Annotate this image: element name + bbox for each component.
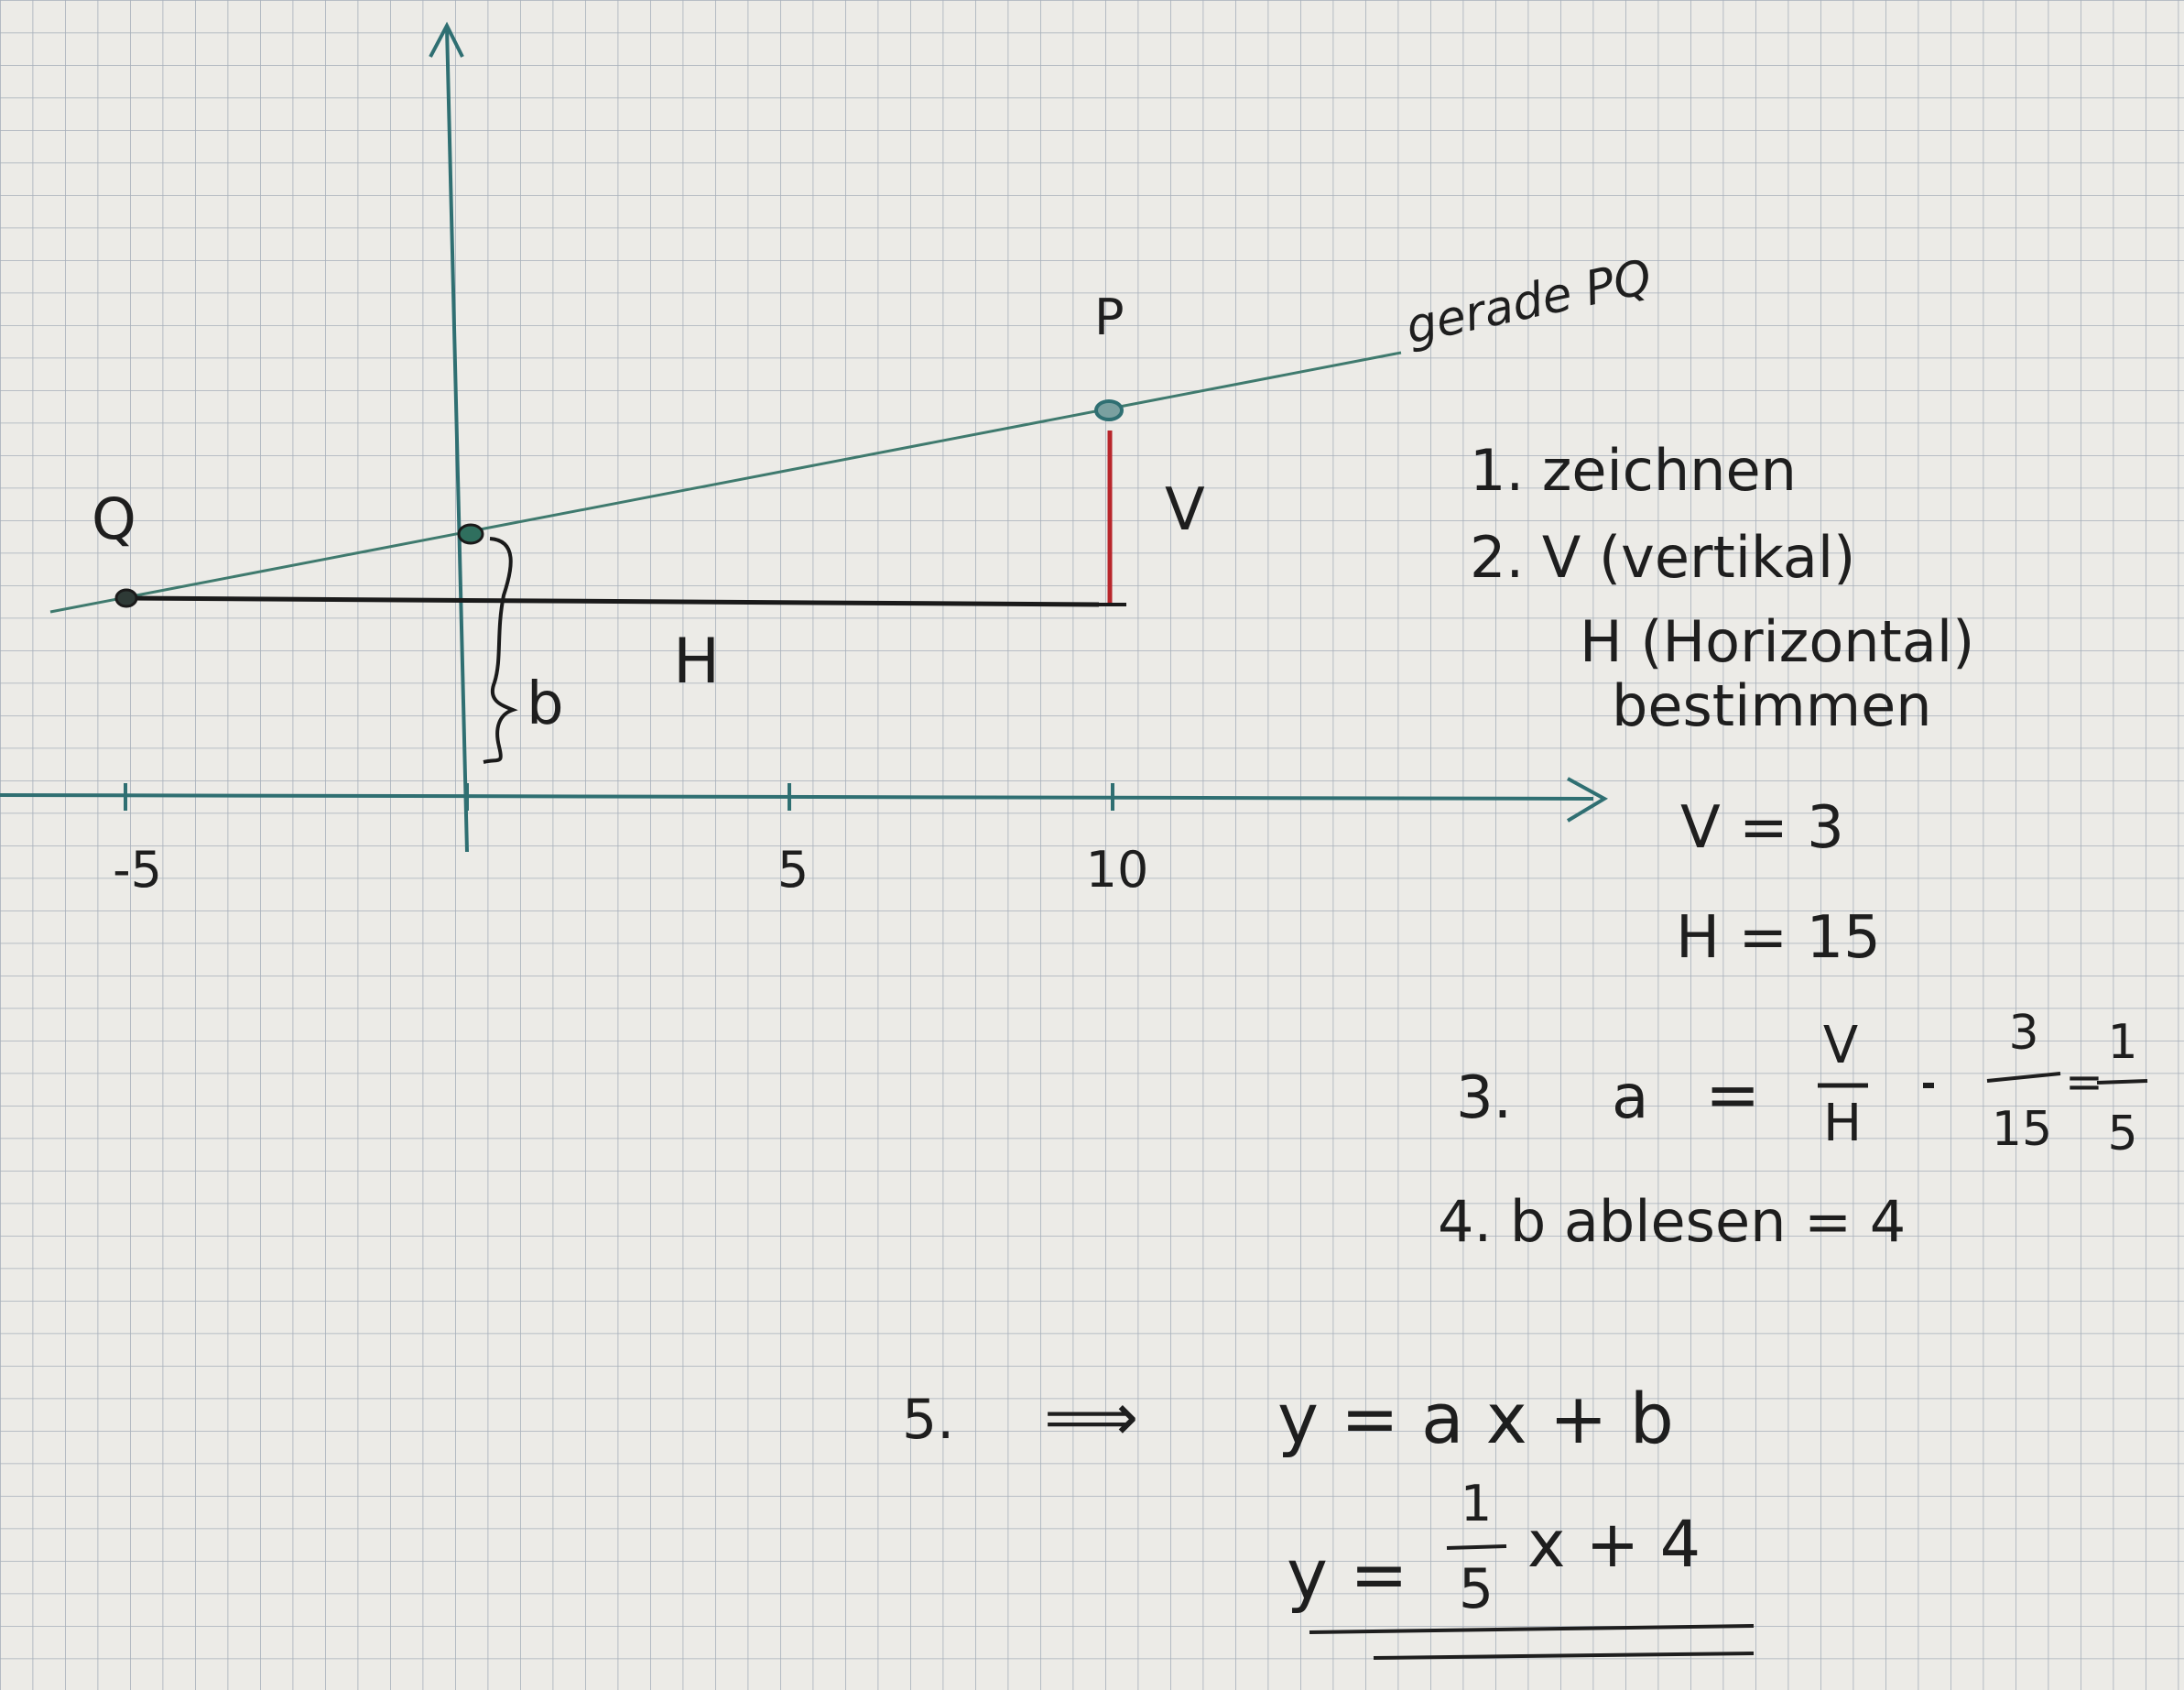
x-axis	[0, 793, 1594, 801]
value-v: V = 3	[1680, 794, 1844, 862]
step-3-a: a	[1612, 1062, 1648, 1132]
fraction-1-denominator: 5	[2107, 1107, 2137, 1161]
equation-solution-lhs: y =	[1287, 1533, 1408, 1615]
step-5-number: 5.	[902, 1388, 954, 1452]
step-3-equals: =	[1705, 1056, 1760, 1133]
axes	[0, 21, 1609, 853]
step-1: 1. zeichnen	[1470, 437, 1797, 504]
double-underline-bottom	[1373, 1652, 1755, 1660]
step-3-number: 3.	[1456, 1064, 1512, 1132]
y-axis	[445, 27, 469, 853]
x-tick-label-minus5: -5	[113, 841, 162, 899]
x-tick-label-5: 5	[777, 841, 809, 899]
equation-fraction-numerator: 1	[1461, 1475, 1492, 1532]
value-h: H = 15	[1676, 904, 1881, 972]
point-intercept-marker	[457, 523, 484, 545]
intercept-brace	[483, 537, 518, 764]
step-2-bestimmen: bestimmen	[1612, 672, 1932, 739]
fraction-3-denominator: 15	[1992, 1102, 2052, 1157]
fraction-1-numerator: 1	[2107, 1015, 2137, 1070]
x-tick-label-10: 10	[1086, 841, 1149, 899]
equation-fraction-bar	[1446, 1544, 1507, 1550]
fraction-1-bar	[2096, 1079, 2148, 1085]
line-pq	[49, 351, 1402, 614]
intercept-label-b: b	[527, 671, 564, 738]
fraction-v-numerator: V	[1823, 1016, 1858, 1075]
x-axis-arrowhead	[1566, 777, 1609, 823]
point-q-marker	[114, 588, 138, 608]
equation-fraction-denominator: 5	[1459, 1557, 1494, 1621]
fraction-3-numerator: 3	[2008, 1006, 2038, 1061]
step-4: 4. b ablesen = 4	[1438, 1188, 1906, 1255]
step-2: 2. V (vertikal)	[1470, 524, 1855, 591]
point-p-marker	[1094, 399, 1124, 421]
equation-solution-rhs: x + 4	[1527, 1507, 1700, 1582]
fraction-equals-2: =	[2065, 1055, 2103, 1108]
horizontal-segment-h	[125, 595, 1100, 607]
double-underline-top	[1309, 1624, 1755, 1634]
point-q-label: Q	[92, 485, 136, 552]
vertical-label-v: V	[1165, 476, 1205, 544]
step-2-horizontal: H (Horizontal)	[1580, 608, 1974, 675]
y-axis-arrowhead	[429, 21, 464, 58]
equation-general: y = a x + b	[1277, 1378, 1674, 1459]
horizontal-label-h: H	[673, 626, 720, 698]
point-p-label: P	[1094, 289, 1125, 346]
fraction-3-bar	[1986, 1072, 2061, 1083]
fraction-v-denominator: H	[1823, 1094, 1862, 1153]
implies-arrow: ⟹	[1044, 1379, 1138, 1456]
